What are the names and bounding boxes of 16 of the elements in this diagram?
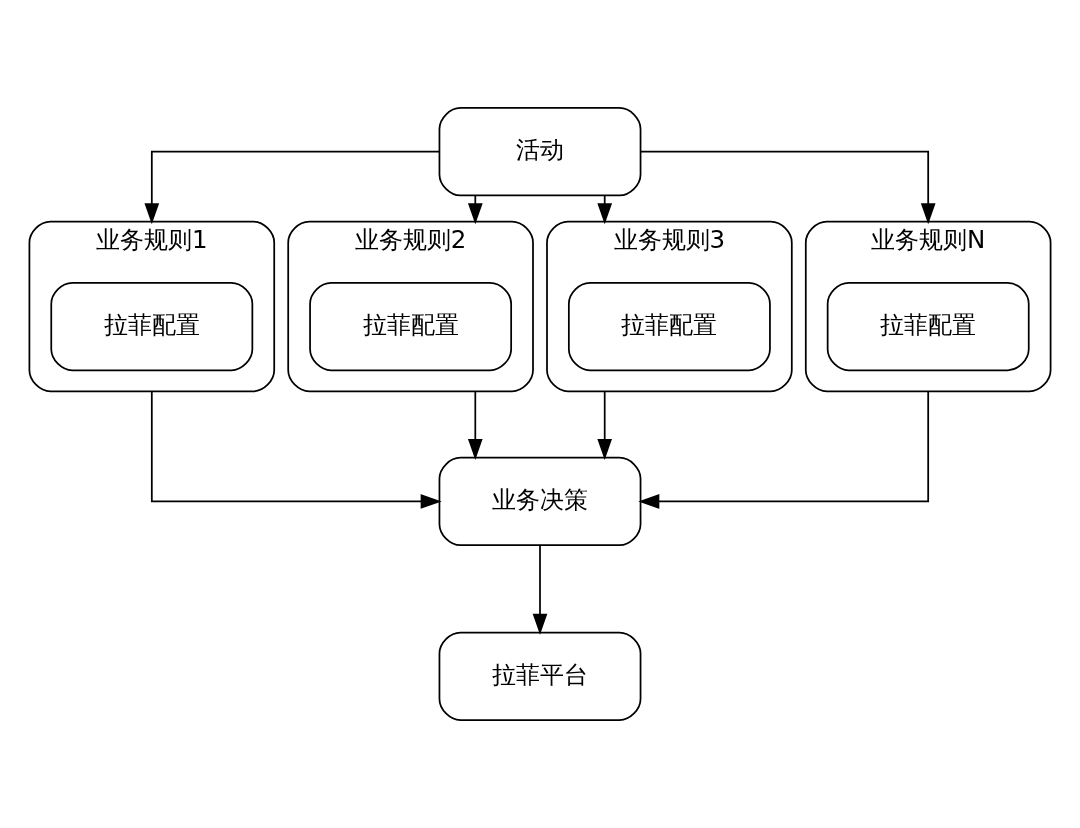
node-box: 业务决策 bbox=[438, 456, 642, 547]
node-box: 活动 bbox=[438, 107, 642, 197]
arrow bbox=[597, 194, 613, 225]
node-box: 拉菲配置 bbox=[567, 281, 771, 372]
node-box: 拉菲平台 bbox=[438, 631, 642, 721]
arrow bbox=[467, 194, 483, 225]
arrow bbox=[640, 150, 936, 225]
arrow bbox=[150, 390, 442, 509]
arrow bbox=[638, 390, 930, 509]
arrow bbox=[467, 390, 483, 460]
arrow bbox=[532, 544, 548, 635]
arrow bbox=[597, 390, 613, 460]
node-box: 拉菲配置 bbox=[309, 281, 513, 372]
arrow bbox=[144, 150, 440, 225]
node-box: 拉菲配置 bbox=[826, 281, 1030, 372]
node-box: 拉菲配置 bbox=[50, 281, 254, 372]
